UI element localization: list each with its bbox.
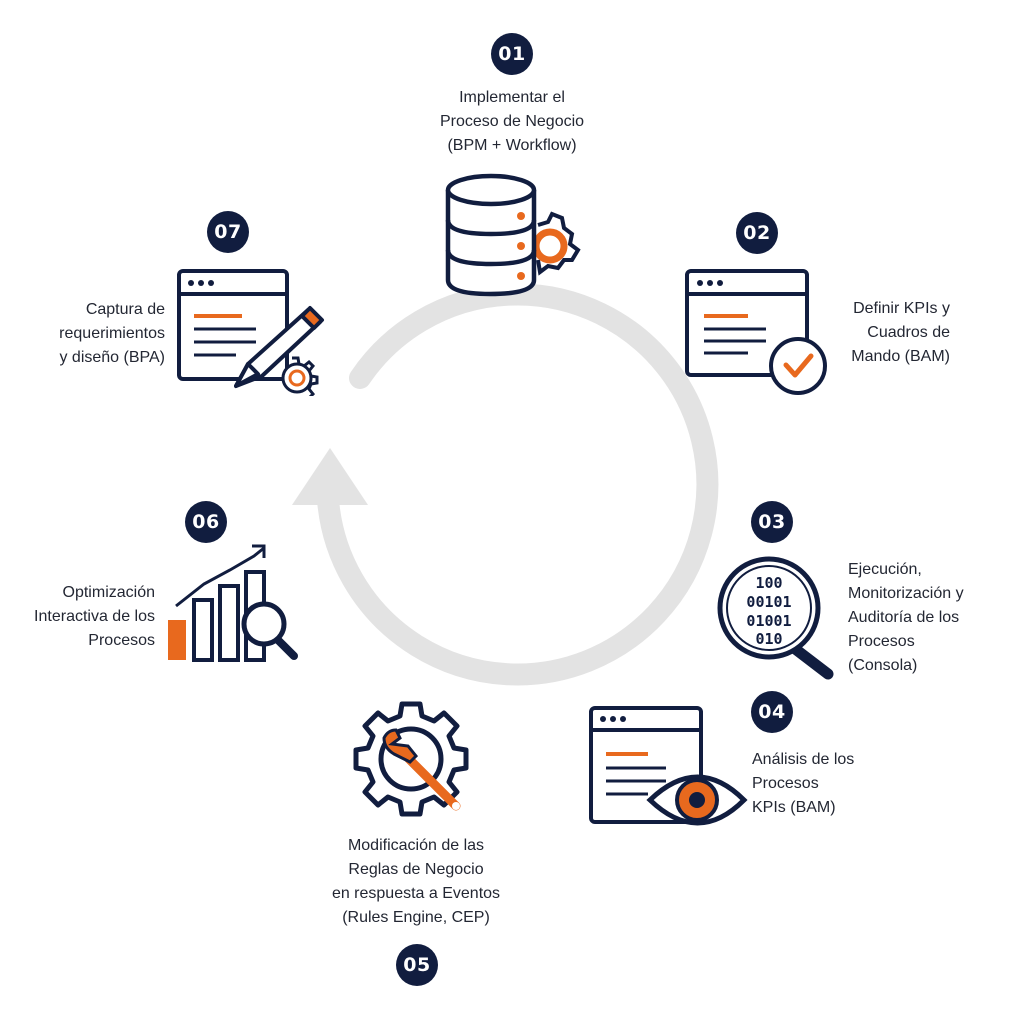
step-6-label: Optimización Interactiva de los Procesos <box>10 581 155 653</box>
cycle-arrowhead <box>292 448 368 505</box>
step-6-label-line: Procesos <box>88 632 155 649</box>
step-5-label-line: Modificación de las <box>347 837 485 854</box>
step-3-label-line: Procesos <box>848 633 915 650</box>
step-5-badge: 05 <box>396 944 438 986</box>
database-gear-icon <box>445 173 581 297</box>
step-5-label-line: en respuesta a Eventos <box>331 885 501 902</box>
step-7-badge: 07 <box>207 211 249 253</box>
step-4-label-line: Análisis de los <box>752 751 855 768</box>
step-2-badge: 02 <box>736 212 778 254</box>
step-3-label-line: Ejecución, <box>848 561 922 578</box>
window-eye-icon <box>589 706 748 826</box>
step-7-label-line: requerimientos <box>59 325 165 342</box>
step-2-label-line: Cuadros de <box>867 324 950 341</box>
binary-line: 01001 <box>746 612 791 630</box>
step-5-label-line: Reglas de Negocio <box>348 861 484 878</box>
step-4-label: Análisis de los Procesos KPIs (BAM) <box>752 748 892 820</box>
step-7-label-line: Captura de <box>85 301 165 318</box>
cycle-arrow-ring <box>317 283 719 686</box>
step-2-label: Definir KPIs y Cuadros de Mando (BAM) <box>790 297 950 369</box>
step-3-label-line: Monitorización y <box>848 585 964 602</box>
step-1-badge: 01 <box>491 33 533 75</box>
binary-line: 00101 <box>746 593 791 611</box>
step-6-label-line: Optimización <box>62 584 155 601</box>
step-1-label-line: (BPM + Workflow) <box>447 137 577 154</box>
binary-line: 100 <box>755 574 782 592</box>
gear-wrench-icon <box>353 701 469 817</box>
step-7-label: Captura de requerimientos y diseño (BPA) <box>20 298 165 370</box>
step-1-label-line: Proceso de Negocio <box>439 113 585 130</box>
step-4-label-line: KPIs (BAM) <box>752 799 836 816</box>
bar-chart-magnifier-icon <box>168 544 298 662</box>
step-3-label-line: Auditoría de los <box>848 609 960 626</box>
window-pencil-gear-icon <box>177 269 324 396</box>
binary-line: 010 <box>755 630 782 648</box>
step-2-label-line: Mando (BAM) <box>851 348 950 365</box>
step-3-badge: 03 <box>751 501 793 543</box>
step-1-label: Implementar el Proceso de Negocio (BPM +… <box>392 86 632 158</box>
step-4-label-line: Procesos <box>752 775 819 792</box>
step-5-label-line: (Rules Engine, CEP) <box>342 909 490 926</box>
step-3-label: Ejecución, Monitorización y Auditoría de… <box>848 558 1018 678</box>
step-5-label: Modificación de las Reglas de Negocio en… <box>296 834 536 930</box>
window-checkmark-icon <box>685 269 827 395</box>
step-7-label-line: y diseño (BPA) <box>59 349 165 366</box>
step-2-label-line: Definir KPIs y <box>853 300 950 317</box>
binary-magnifier-icon: 100 00101 01001 010 <box>717 556 834 680</box>
step-6-badge: 06 <box>185 501 227 543</box>
step-1-label-line: Implementar el <box>459 89 565 106</box>
step-6-label-line: Interactiva de los <box>34 608 155 625</box>
step-4-badge: 04 <box>751 691 793 733</box>
step-3-label-line: (Consola) <box>848 657 918 674</box>
